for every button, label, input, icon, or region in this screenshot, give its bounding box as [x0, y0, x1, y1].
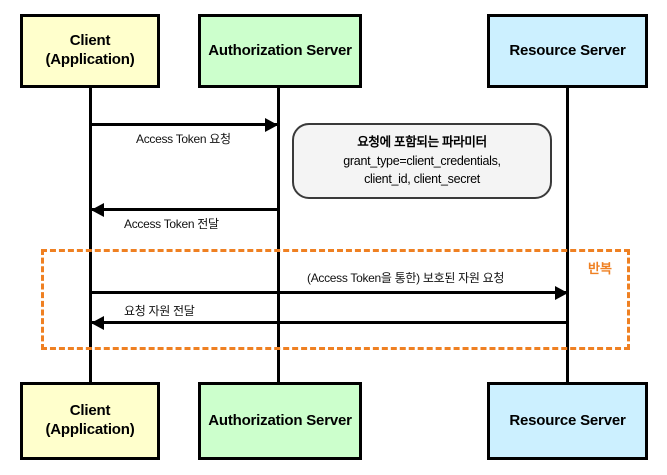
- message-line-access-token-response: [91, 208, 280, 211]
- actor-label-client-bottom-line1: Client: [69, 402, 111, 420]
- message-label-protected-resource-response: 요청 자원 전달: [124, 304, 195, 318]
- loop-label-repeat: 반복: [588, 261, 612, 276]
- actor-box-client-bottom: Client (Application): [20, 382, 160, 460]
- actor-box-resource-server-bottom: Resource Server: [487, 382, 648, 460]
- actor-label-client-bottom-line2: (Application): [45, 421, 135, 438]
- actor-label-authorization-server-bottom-line1: Authorization Server: [208, 411, 352, 429]
- note-line-2: grant_type=client_credentials,: [343, 153, 501, 168]
- lifeline-resource-server: [566, 88, 569, 382]
- note-title: 요청에 포함되는 파라미터: [357, 134, 487, 149]
- message-line-protected-resource-request: [91, 291, 568, 294]
- actor-box-authorization-server-bottom: Authorization Server: [198, 382, 362, 460]
- message-label-access-token-response: Access Token 전달: [124, 217, 219, 231]
- message-label-access-token-request: Access Token 요청: [136, 132, 231, 146]
- message-line-access-token-request: [91, 123, 278, 126]
- loop-frame-repeat: [41, 249, 630, 350]
- lifeline-client: [89, 88, 92, 382]
- actor-label-resource-server-line1: Resource Server: [509, 41, 626, 59]
- arrowhead-access-token-response: [91, 203, 104, 217]
- actor-box-resource-server-top: Resource Server: [487, 14, 648, 88]
- actor-label-resource-server-bottom-line1: Resource Server: [509, 411, 626, 429]
- actor-box-authorization-server-top: Authorization Server: [198, 14, 362, 88]
- actor-label-client-line1: Client: [69, 32, 111, 50]
- message-line-protected-resource-response: [91, 321, 568, 324]
- lifeline-authorization-server: [277, 88, 280, 382]
- arrowhead-protected-resource-response: [91, 316, 104, 330]
- note-box-request-parameters: 요청에 포함되는 파라미터 grant_type=client_credenti…: [292, 123, 552, 199]
- arrowhead-access-token-request: [265, 118, 278, 132]
- actor-label-authorization-server-line1: Authorization Server: [208, 41, 352, 59]
- actor-box-client-top: Client (Application): [20, 14, 160, 88]
- note-line-3: client_id, client_secret: [364, 172, 480, 187]
- arrowhead-protected-resource-request: [555, 286, 568, 300]
- actor-label-client-line2: (Application): [45, 51, 135, 68]
- message-label-protected-resource-request: (Access Token을 통한) 보호된 자원 요청: [307, 271, 505, 285]
